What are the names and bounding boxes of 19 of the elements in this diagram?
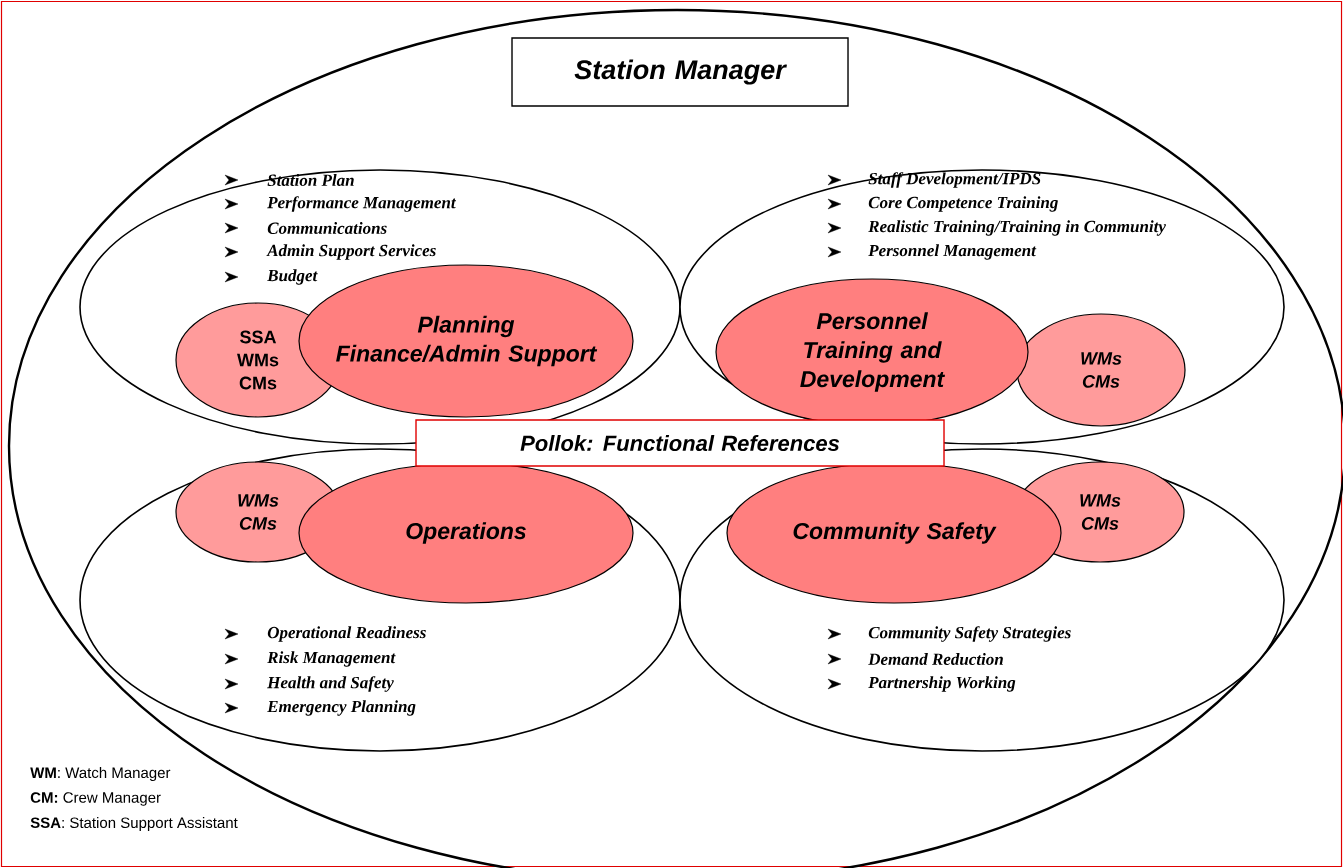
bullet-item: Emergency Planning: [267, 700, 416, 716]
bullet-item: Realistic Training/Training in Community: [868, 220, 1166, 236]
bullet-item: Station Plan: [267, 174, 354, 186]
bullet-item: Community Safety Strategies: [868, 626, 1071, 642]
bullet-item: Core Competence Training: [868, 196, 1058, 212]
bullet-item: Risk Management: [267, 651, 396, 667]
legend-text: SSA: Station Support Assistant: [30, 817, 238, 831]
bullet-item: Health and Safety: [267, 676, 394, 692]
legend-text: CM: Crew Manager: [30, 792, 161, 806]
legend-text: WM: Watch Manager: [30, 767, 171, 781]
bullet-item: Personnel Management: [868, 244, 1037, 260]
title-box: Station Manager: [511, 37, 849, 107]
bullet-item: Demand Reduction: [868, 653, 1003, 665]
bullet-item: Operational Readiness: [267, 626, 426, 642]
banner-box: Pollok: Functional References: [415, 419, 945, 467]
bullet-item: Performance Management: [267, 196, 457, 212]
bullet-item: Communications: [267, 222, 387, 234]
bullet-item: Admin Support Services: [266, 244, 436, 260]
bullet-item: Partnership Working: [868, 676, 1016, 692]
